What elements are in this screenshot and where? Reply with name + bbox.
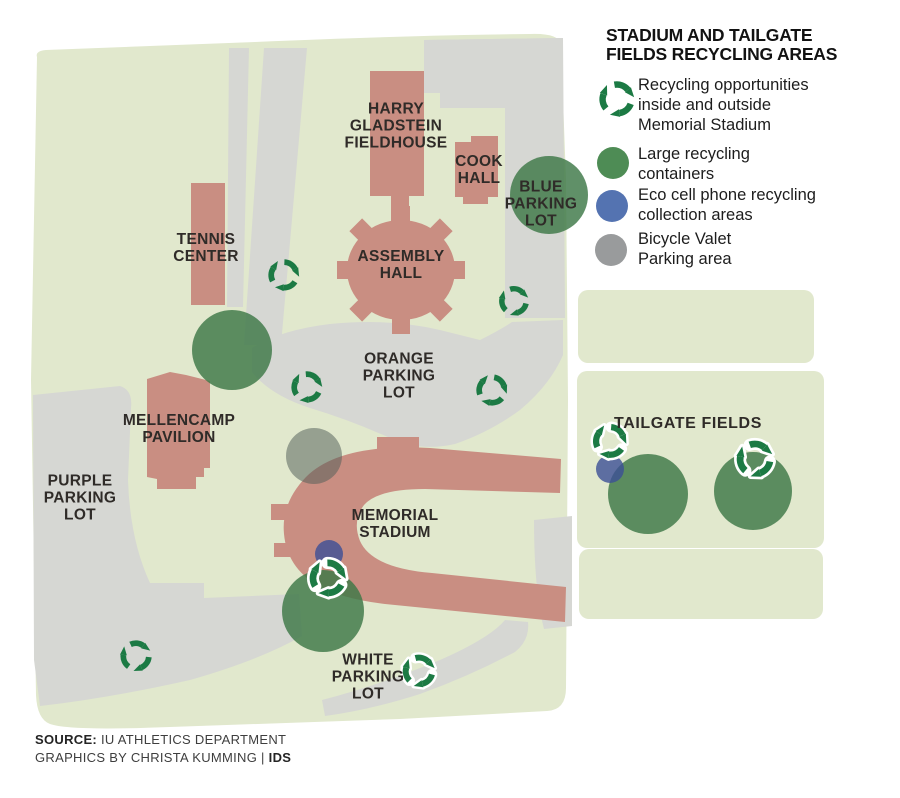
label-harry-gladstein-fieldhouse: HARRY GLADSTEIN FIELDHOUSE — [344, 100, 448, 152]
building-harry-gladstein-fieldhouse — [370, 71, 424, 214]
stadium-tab-west-1 — [271, 504, 299, 520]
label-tennis-center: TENNIS CENTER — [173, 230, 239, 265]
label-white-parking-lot: WHITE PARKING LOT — [331, 651, 405, 703]
label-mellencamp-pavilion: MELLENCAMP PAVILION — [122, 411, 236, 446]
purple-parking-surface — [33, 386, 302, 706]
eco-cell-phone-circle — [596, 455, 624, 483]
legend-item-large-recycling-containers: Large recycling containers — [638, 145, 750, 184]
building-cook-hall — [455, 136, 498, 204]
label-tailgate-fields: TAILGATE FIELDS — [614, 415, 762, 433]
building-assembly-hall — [337, 206, 465, 334]
legend-green-circle — [597, 147, 629, 179]
legend-gray-circle — [595, 234, 627, 266]
tailgate-block-north — [578, 290, 814, 363]
recycling-icon — [596, 84, 634, 121]
label-purple-parking-lot: PURPLE PARKING LOT — [43, 472, 117, 524]
stadium-tab-west-2 — [274, 543, 298, 557]
large-recycling-container-circle — [714, 452, 792, 530]
label-orange-parking-lot: ORANGE PARKING LOT — [362, 350, 436, 402]
building-mellencamp-pavilion — [147, 372, 210, 489]
source-line-2: GRAPHICS BY CHRISTA KUMMING | IDS — [35, 750, 292, 766]
legend-swatches — [595, 84, 634, 266]
large-recycling-container-circle — [510, 156, 588, 234]
label-memorial-stadium: MEMORIAL STADIUM — [351, 506, 439, 541]
bicycle-valet-circle — [286, 428, 342, 484]
road-north-east — [424, 38, 565, 318]
label-assembly-hall: ASSEMBLY HALL — [357, 247, 445, 282]
source-ids: IDS — [268, 750, 292, 766]
buildings — [147, 71, 566, 622]
road-north-west-2 — [244, 48, 307, 345]
source-line-1: SOURCE: IU ATHLETICS DEPARTMENT — [35, 732, 287, 747]
large-recycling-container-circle — [282, 570, 364, 652]
label-cook-hall: COOK HALL — [455, 152, 503, 187]
source-label: SOURCE: — [35, 732, 98, 747]
roads — [33, 38, 572, 716]
legend-item-bicycle-valet-parking: Bicycle Valet Parking area — [638, 230, 732, 269]
road-south-center — [322, 620, 529, 716]
legend-blue-circle — [596, 190, 628, 222]
orange-parking-surface — [252, 320, 563, 447]
road-north-west-1 — [227, 48, 249, 307]
legend-title: STADIUM AND TAILGATE FIELDS RECYCLING AR… — [606, 25, 838, 65]
source-credit: SOURCE: IU ATHLETICS DEPARTMENT GRAPHICS… — [35, 731, 291, 767]
stadium-tab-top-bar — [377, 437, 419, 449]
large-recycling-containers — [192, 156, 792, 652]
large-recycling-container-circle — [192, 310, 272, 390]
tailgate-block-south — [579, 549, 823, 619]
label-blue-parking-lot: BLUE PARKING LOT — [504, 178, 578, 230]
legend-item-recycling-opportunities: Recycling opportunities inside and outsi… — [638, 76, 809, 135]
building-tennis-center — [191, 183, 225, 305]
large-recycling-container-circle — [608, 454, 688, 534]
building-memorial-stadium — [283, 447, 566, 622]
legend-item-eco-cell-phone-recycling: Eco cell phone recycling collection area… — [638, 186, 816, 225]
road-north-east-band — [424, 38, 563, 63]
stadium-tab-top-stem — [393, 447, 406, 459]
